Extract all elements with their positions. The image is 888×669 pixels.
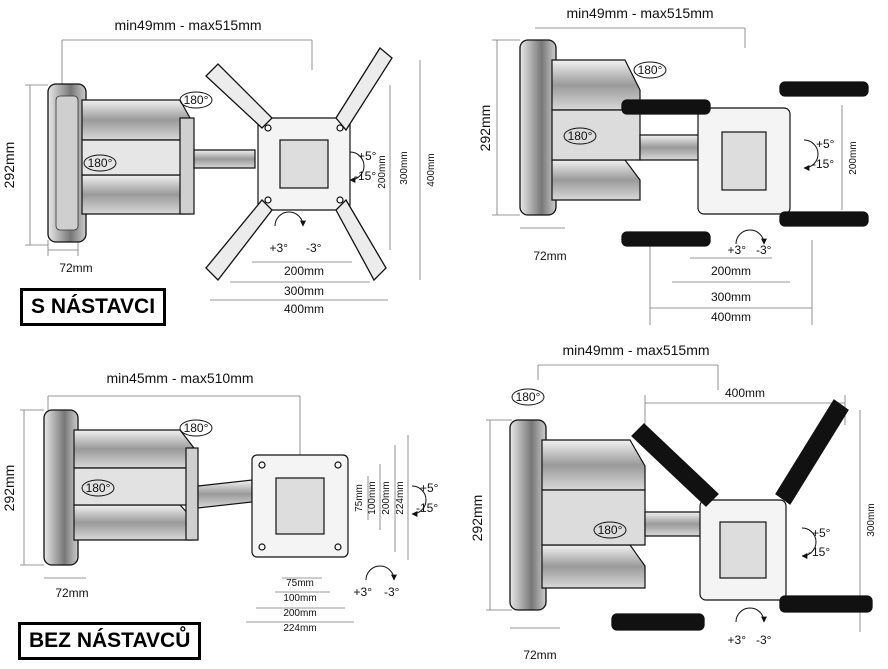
reach-label: min49mm - max515mm — [114, 17, 261, 33]
caption-without-extensions: BEZ NÁSTAVCŮ — [18, 622, 202, 660]
height-label: 292mm — [469, 495, 485, 542]
depth-label: 72mm — [59, 261, 92, 275]
h-dim-2: 300mm — [284, 284, 324, 298]
v-dim-3: 400mm — [426, 153, 437, 186]
arm-rotation-label: 180° — [184, 421, 209, 435]
h-dim-1: 200mm — [284, 264, 324, 278]
h-dim-2: 100mm — [283, 593, 316, 604]
panel-bottom-right: min49mm - max515mm 400mm 292mm 72mm 180°… — [469, 342, 877, 662]
h-dim-1: 75mm — [286, 578, 314, 589]
h-dim-3: 200mm — [283, 608, 316, 619]
swing-arm — [541, 439, 703, 589]
tilt-down-label: -15° — [812, 157, 834, 171]
tilt-down-label: -15° — [808, 545, 830, 559]
v-dim-4: 224mm — [395, 481, 406, 514]
h-dim-4: 224mm — [283, 623, 316, 634]
h-dim-3: 400mm — [711, 310, 751, 324]
swivel-pos-label: +3° — [728, 633, 747, 647]
swivel-neg-label: -3° — [756, 243, 772, 257]
tilt-down-label: -15° — [416, 501, 438, 515]
vesa-plate — [251, 454, 349, 558]
wall-plate — [509, 419, 547, 611]
arm-rotation-label: 180° — [184, 93, 209, 107]
v-dim-1: 300mm — [866, 503, 877, 536]
height-label: 292mm — [1, 465, 17, 512]
swing-arm — [81, 99, 256, 215]
swivel-neg-label: -3° — [384, 585, 400, 599]
tilt-up-label: +5° — [358, 149, 377, 163]
tilt-up-label: +5° — [816, 137, 835, 151]
dimension-lines — [492, 27, 843, 325]
v-dim-2: 300mm — [399, 151, 410, 184]
dimension-lines — [20, 395, 409, 623]
vesa-plate — [697, 107, 791, 215]
extension-arms — [205, 47, 393, 282]
swivel-pos-label: +3° — [354, 585, 373, 599]
caption-with-extensions: S NÁSTAVCI — [20, 288, 167, 326]
panel-bottom-left: min45mm - max510mm 292mm 72mm 180° 180° … — [1, 370, 439, 634]
swing-arm — [73, 429, 253, 541]
arm-rotation-label: 180° — [638, 63, 663, 77]
depth-label: 72mm — [533, 249, 566, 263]
wall-plate — [43, 409, 79, 566]
wall-plate — [47, 83, 87, 243]
rotation-arrows — [83, 91, 365, 227]
v-dim-1: 75mm — [354, 484, 365, 512]
rotation-arrows — [81, 419, 427, 581]
reach-label: min49mm - max515mm — [562, 342, 709, 358]
v-dim-1: 200mm — [377, 155, 388, 188]
v-dim-1: 200mm — [848, 141, 859, 174]
depth-label: 72mm — [55, 586, 88, 600]
wall-rotation-label: 180° — [86, 481, 111, 495]
arm-rotation-label: 180° — [516, 390, 541, 404]
reach-label: min49mm - max515mm — [566, 5, 713, 21]
h-dim-1: 200mm — [711, 264, 751, 278]
panel-top-left: min49mm - max515mm 292mm 72mm 180° 180° … — [1, 17, 437, 316]
reach-label: min45mm - max510mm — [106, 370, 253, 386]
horizontal-rails — [621, 81, 869, 247]
swivel-neg-label: -3° — [306, 241, 322, 255]
tilt-down-label: -15° — [354, 169, 376, 183]
rotation-arrows — [511, 388, 817, 623]
extension-arms — [611, 399, 873, 631]
vesa-plate — [699, 499, 787, 601]
swing-arm — [551, 59, 701, 201]
rotation-arrows — [563, 61, 819, 245]
height-label: 292mm — [477, 105, 493, 152]
height-label: 292mm — [1, 142, 17, 189]
h-dim-3: 400mm — [284, 302, 324, 316]
depth-label: 72mm — [523, 648, 556, 662]
v-dim-2: 100mm — [367, 481, 378, 514]
vesa-plate — [257, 117, 351, 211]
wall-plate — [519, 39, 557, 216]
tilt-up-label: +5° — [420, 481, 439, 495]
swivel-neg-label: -3° — [756, 633, 772, 647]
wall-rotation-label: 180° — [88, 156, 113, 170]
tilt-up-label: +5° — [812, 526, 831, 540]
swivel-pos-label: +3° — [270, 241, 289, 255]
h-dim-2: 300mm — [711, 290, 751, 304]
wall-rotation-label: 180° — [598, 523, 623, 537]
width-label: 400mm — [725, 386, 765, 400]
panel-top-right: min49mm - max515mm 292mm 72mm 180° 180° … — [477, 5, 869, 325]
dimension-lines — [486, 364, 861, 632]
swivel-pos-label: +3° — [728, 243, 747, 257]
v-dim-3: 200mm — [381, 481, 392, 514]
wall-rotation-label: 180° — [568, 129, 593, 143]
